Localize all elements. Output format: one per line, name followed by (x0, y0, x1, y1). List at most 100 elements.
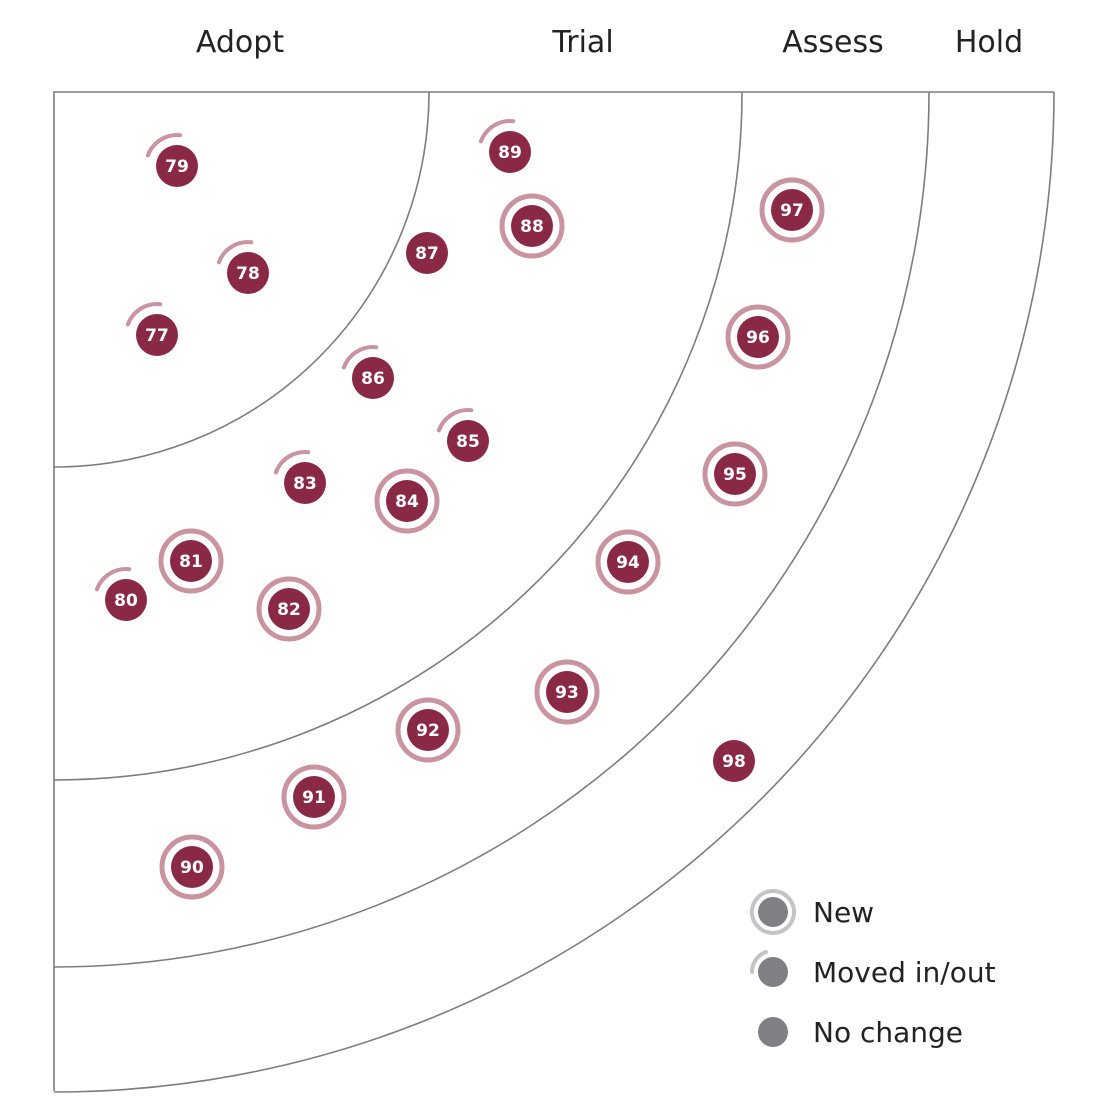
blip-number: 96 (746, 328, 770, 348)
blip-dot (293, 776, 335, 818)
blip-moved-arc (436, 408, 474, 433)
blip-new-ring (595, 529, 661, 595)
blip-dot (489, 131, 531, 173)
blip-dot (156, 145, 198, 187)
blip-new-ring (374, 468, 440, 534)
radar-quadrant-frame (53, 91, 1055, 1093)
blip-number: 86 (361, 369, 385, 389)
blip-dot (771, 189, 813, 231)
legend-moved-arc (749, 950, 768, 974)
blip-number: 92 (416, 721, 440, 741)
blip[interactable]: 85 (436, 408, 489, 462)
blip-dot (284, 462, 326, 504)
ring-arc-adopt (53, 91, 430, 468)
blip-new-ring (281, 764, 347, 830)
blip-number: 88 (520, 217, 544, 237)
blip-number: 85 (456, 432, 480, 452)
blip[interactable]: 82 (256, 576, 322, 642)
blip-new-ring (499, 193, 565, 259)
blip-number: 80 (114, 591, 138, 611)
blip[interactable]: 78 (216, 240, 269, 294)
blip-new-ring (159, 834, 225, 900)
legend-item-none: No change (758, 1016, 963, 1049)
blip[interactable]: 83 (273, 450, 326, 504)
blip-dot (447, 420, 489, 462)
blip-new-ring (702, 441, 768, 507)
blip-dot (386, 480, 428, 522)
legend-none-dot (758, 1017, 788, 1047)
blip[interactable]: 88 (499, 193, 565, 259)
blip-dot (714, 453, 756, 495)
blip-number: 93 (555, 683, 579, 703)
blip-new-ring (759, 177, 825, 243)
legend-moved-dot (758, 957, 788, 987)
blip-new-ring (256, 576, 322, 642)
blip-number: 89 (498, 143, 522, 163)
blip-number: 83 (293, 474, 317, 494)
ring-arc-trial (53, 91, 743, 781)
blip-number: 94 (616, 553, 640, 573)
blip-number: 98 (722, 752, 746, 772)
blip-dot (227, 252, 269, 294)
blip-moved-arc (341, 345, 379, 370)
blip[interactable]: 91 (281, 764, 347, 830)
blip-new-ring (725, 304, 791, 370)
blip[interactable]: 95 (702, 441, 768, 507)
blip-dot (352, 357, 394, 399)
blip-dot (737, 316, 779, 358)
blip[interactable]: 87 (406, 232, 448, 274)
blip-moved-arc (94, 567, 132, 592)
ring-label-hold: Hold (955, 25, 1023, 60)
blip[interactable]: 98 (713, 740, 755, 782)
ring-arc-assess (53, 91, 930, 968)
blip-moved-arc (145, 133, 183, 158)
blip[interactable]: 94 (595, 529, 661, 595)
blip[interactable]: 79 (145, 133, 198, 187)
legend-moved-label: Moved in/out (813, 956, 996, 989)
blip-number: 84 (395, 492, 419, 512)
blip-dot (170, 540, 212, 582)
ring-label-trial: Trial (551, 25, 613, 60)
ring-label-assess: Assess (782, 25, 884, 60)
blips: 77 78 79 80 81 82 83 84 85 86 87 88 89 90 91 92 93 94 95 96… (94, 119, 825, 900)
blip[interactable]: 97 (759, 177, 825, 243)
blip-new-ring (395, 697, 461, 763)
blip[interactable]: 86 (341, 345, 394, 399)
quadrant-border (53, 91, 1054, 1091)
blip-new-ring (534, 659, 600, 725)
blip-new-ring (158, 528, 224, 594)
blip-number: 82 (277, 600, 301, 620)
blip[interactable]: 92 (395, 697, 461, 763)
legend-item-moved: Moved in/out (749, 950, 996, 989)
blip-dot (105, 579, 147, 621)
blip-dot (407, 709, 449, 751)
blip-dot (546, 671, 588, 713)
blip-number: 79 (165, 157, 189, 177)
blip[interactable]: 80 (94, 567, 147, 621)
legend-none-label: No change (813, 1016, 963, 1049)
blip-dot (171, 846, 213, 888)
blip[interactable]: 96 (725, 304, 791, 370)
blip-moved-arc (216, 240, 254, 265)
blip-number: 97 (780, 201, 804, 221)
blip-moved-arc (273, 450, 311, 475)
legend-new-dot (758, 897, 788, 927)
ring-label-adopt: Adopt (196, 25, 284, 60)
blip[interactable]: 81 (158, 528, 224, 594)
blip[interactable]: 77 (125, 302, 178, 356)
blip[interactable]: 93 (534, 659, 600, 725)
blip[interactable]: 89 (478, 119, 531, 173)
blip-moved-arc (478, 119, 516, 144)
blip-number: 90 (180, 858, 204, 878)
blip-dot (713, 740, 755, 782)
blip-dot (511, 205, 553, 247)
legend-new-ring (750, 889, 796, 935)
blip-number: 81 (179, 552, 203, 572)
blip[interactable]: 90 (159, 834, 225, 900)
ring-arc-hold (53, 91, 1055, 1093)
blip-number: 77 (145, 326, 169, 346)
legend: New Moved in/out No change (749, 889, 996, 1049)
blip[interactable]: 84 (374, 468, 440, 534)
blip-dot (136, 314, 178, 356)
